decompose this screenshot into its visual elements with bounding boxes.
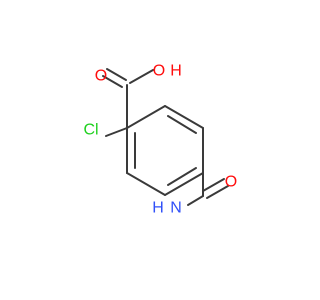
ring-inner-double-bond-2	[167, 167, 197, 186]
oxygen-carbonyl-amide-label: O	[225, 174, 237, 191]
acid-carbonyl-double-bond-b	[106, 68, 127, 81]
hydrogen-hydroxyl-label: H	[170, 63, 182, 80]
chlorine-label: Cl	[83, 122, 98, 139]
hydrogen-amide-label: H	[152, 200, 164, 217]
amide-carbonyl-double-bond-a	[202, 178, 225, 192]
acid-hydroxyl-bond	[129, 69, 154, 84]
nitrogen-amide-label: N	[170, 200, 182, 217]
acid-carbonyl-double-bond-a	[102, 75, 123, 88]
oxygen-hydroxyl-label: O	[153, 63, 165, 80]
benzene-ring-bonds	[126, 105, 204, 196]
amide-carbonyl-double-bond-b	[206, 185, 229, 199]
carboxylic-acid-bonds	[102, 68, 154, 129]
ring-bond-c2-c3	[126, 172, 166, 196]
ring-bond-c3-c4	[164, 172, 204, 196]
ring-inner-double-bond-3	[167, 115, 197, 134]
atom-labels: O H O Cl O H N	[83, 63, 237, 217]
ring-bond-c6-c1	[126, 105, 166, 129]
ring-bond-c5-c6	[164, 105, 204, 129]
amide-carbon-nitrogen-bond	[187, 195, 204, 206]
oxygen-carbonyl-acid-label: O	[95, 68, 107, 85]
molecule-structure-diagram: O H O Cl O H N	[83, 63, 237, 217]
chlorine-bond-group	[105, 127, 128, 137]
amide-bonds	[187, 172, 229, 206]
chlorine-bond	[105, 127, 128, 137]
